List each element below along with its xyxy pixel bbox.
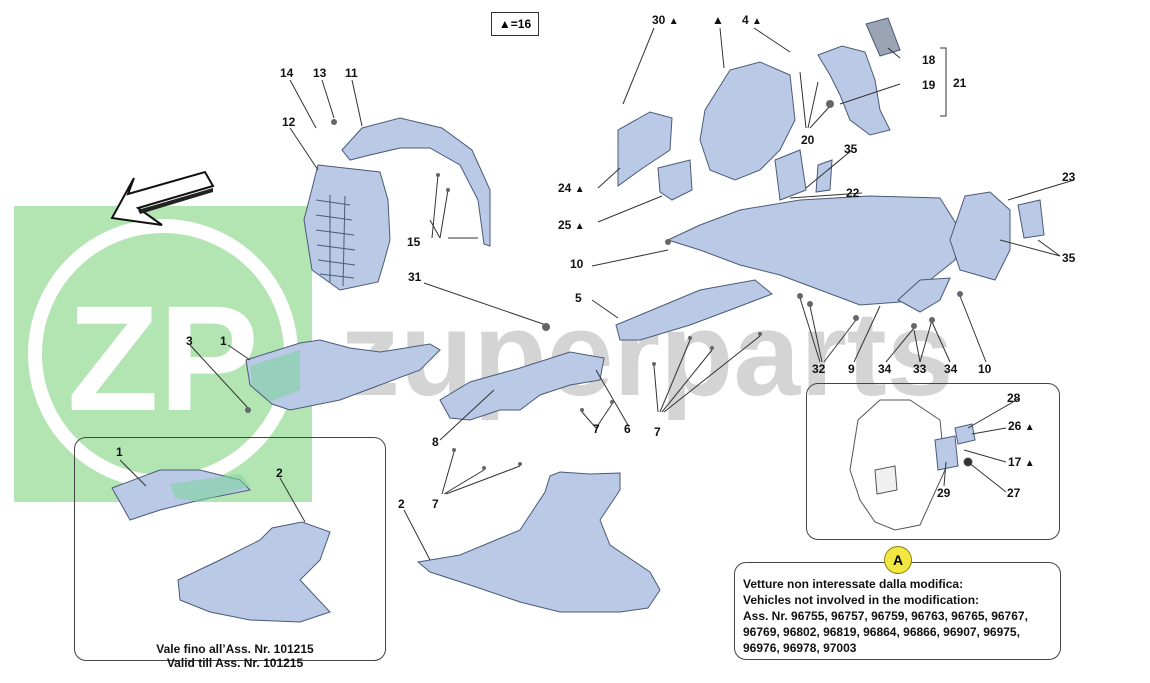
callout-1b: 1 xyxy=(116,445,123,459)
part-10-floor-panel xyxy=(666,195,961,306)
validity-text: Vale fino all’Ass. Nr. 101215 Valid till… xyxy=(120,642,350,670)
callout-11: 11 xyxy=(345,66,358,80)
callout-14: 14 xyxy=(280,66,294,80)
note-line-1: Vetture non interessate dalla modifica: xyxy=(743,577,964,591)
callout-3: 3 xyxy=(186,334,193,348)
callout-24: 24 ▲ xyxy=(558,181,585,195)
callout-7a: 7 xyxy=(593,422,600,436)
part-6-panel xyxy=(439,351,605,421)
part-4-rear-arch xyxy=(699,61,796,181)
note-line-2: Vehicles not involved in the modificatio… xyxy=(743,593,980,607)
callout-top-tri: ▲ xyxy=(712,13,724,27)
callout-15: 15 xyxy=(407,235,421,249)
callout-10b: 10 xyxy=(978,362,992,376)
callout-9: 9 xyxy=(848,362,855,376)
part-25-duct xyxy=(657,159,693,201)
callout-33: 33 xyxy=(913,362,927,376)
callout-10a: 10 xyxy=(570,257,584,271)
legend-text: =16 xyxy=(510,17,532,31)
inset-right-parts xyxy=(849,399,976,531)
leader-lines xyxy=(119,27,1075,561)
callout-17: 17 ▲ xyxy=(1008,455,1035,469)
part-2-undertray xyxy=(416,471,661,613)
watermark: ZP zuperparts xyxy=(14,206,953,502)
part-12-front-liner xyxy=(303,164,391,291)
callout-2b: 2 xyxy=(276,466,283,480)
fasteners xyxy=(245,100,963,470)
note-text: Vetture non interessate dalla modifica: … xyxy=(743,576,1055,656)
note-line-3: Ass. Nr. 96755, 96757, 96759, 96763, 967… xyxy=(743,609,1028,623)
validity-line-2: Valid till Ass. Nr. 101215 xyxy=(166,656,304,670)
callout-31: 31 xyxy=(408,270,422,284)
callout-labels: 30 ▲ ▲ 4 ▲ 18 19 21 20 35 22 24 ▲ 25 ▲ 2… xyxy=(116,13,1076,511)
callout-18: 18 xyxy=(922,53,936,67)
callout-1: 1 xyxy=(220,334,227,348)
part-9-bracket xyxy=(897,277,951,313)
callout-7c: 7 xyxy=(432,497,439,511)
inset-right-box xyxy=(806,383,1060,540)
watermark-logo-square xyxy=(14,206,312,502)
inset-left-box xyxy=(74,437,386,661)
callout-5: 5 xyxy=(575,291,582,305)
callout-30: 30 ▲ xyxy=(652,13,679,27)
note-badge: A xyxy=(884,546,912,574)
note-line-4: 96769, 96802, 96819, 96864, 96866, 96907… xyxy=(743,625,1020,639)
callout-6: 6 xyxy=(624,422,631,436)
part-11-wheel-arch-liner xyxy=(341,117,491,247)
callout-12: 12 xyxy=(282,115,296,129)
note-line-5: 96976, 96978, 97003 xyxy=(743,641,857,655)
callout-28: 28 xyxy=(1007,391,1021,405)
inset-left-parts xyxy=(111,469,331,623)
callout-35b: 35 xyxy=(1062,251,1076,265)
callout-29: 29 xyxy=(937,486,951,500)
watermark-logo: ZP xyxy=(67,274,259,442)
callout-19: 19 xyxy=(922,78,936,92)
callout-34b: 34 xyxy=(944,362,958,376)
callout-23: 23 xyxy=(1062,170,1076,184)
part-35-plates xyxy=(774,149,1045,239)
callout-22: 22 xyxy=(846,186,860,200)
callout-25: 25 ▲ xyxy=(558,218,585,232)
callout-4: 4 ▲ xyxy=(742,13,762,27)
callout-13: 13 xyxy=(313,66,327,80)
legend-triangle: ▲ xyxy=(498,17,511,31)
callout-2: 2 xyxy=(398,497,405,511)
legend-box: ▲ =16 xyxy=(491,12,539,36)
direction-arrow xyxy=(110,170,215,226)
callout-26: 26 ▲ xyxy=(1008,419,1035,433)
callout-27: 27 xyxy=(1007,486,1021,500)
validity-line-1: Vale fino all’Ass. Nr. 101215 xyxy=(156,642,314,656)
callout-35a: 35 xyxy=(844,142,858,156)
callout-21: 21 xyxy=(953,76,967,90)
callout-34a: 34 xyxy=(878,362,892,376)
part-24-duct xyxy=(617,111,673,187)
part-23-shield xyxy=(949,191,1011,281)
callout-32: 32 xyxy=(812,362,826,376)
part-19-bracket xyxy=(817,45,891,136)
callout-20: 20 xyxy=(801,133,815,147)
part-18-mesh xyxy=(865,17,901,57)
callout-8: 8 xyxy=(432,435,439,449)
part-1-underbody-panel xyxy=(245,339,441,411)
callout-7b: 7 xyxy=(654,425,661,439)
part-5-panel xyxy=(615,279,773,341)
